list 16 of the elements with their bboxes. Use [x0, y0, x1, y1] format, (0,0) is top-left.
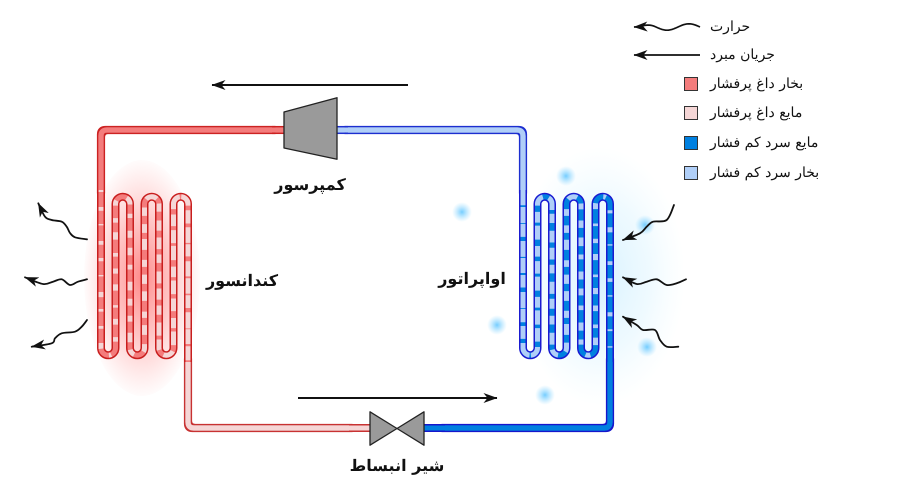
- heat-arrow: [622, 276, 687, 288]
- legend-text: بخار سرد کم فشار: [710, 164, 820, 183]
- legend-text: جریان مبرد: [710, 46, 775, 65]
- legend-text: مایع سرد کم فشار: [710, 134, 818, 153]
- heat-arrow: [37, 202, 88, 240]
- refrigerant-pipe: [98, 127, 274, 192]
- heat-arrow: [622, 316, 680, 348]
- refrigerant-pipe: [346, 127, 526, 192]
- refrigerant-pipe: [443, 360, 613, 431]
- heat-arrow: [24, 276, 88, 287]
- heat-arrow: [30, 319, 88, 350]
- legend-text: مایع داغ پرفشار: [710, 104, 802, 123]
- legend-text: بخار داغ پرفشار: [710, 75, 804, 94]
- refrigerant-pipe: [185, 360, 351, 431]
- heat-arrow: [622, 204, 675, 241]
- legend-text: حرارت: [710, 18, 750, 37]
